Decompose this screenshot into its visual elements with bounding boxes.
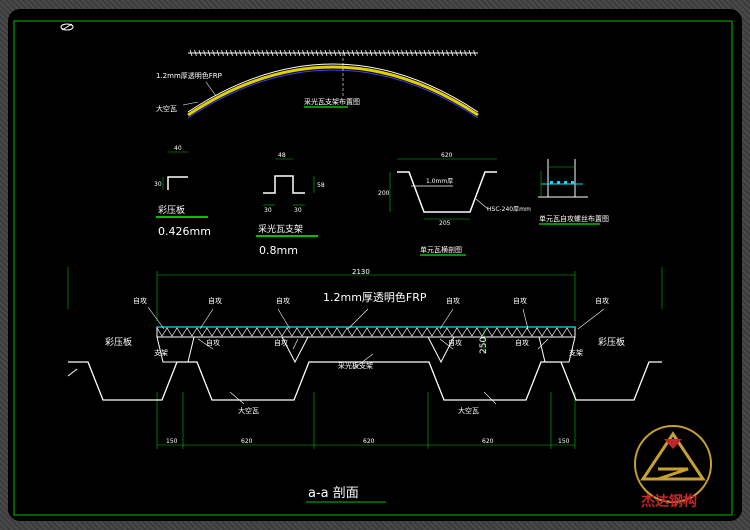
screw-label-8: 自攻 <box>274 338 288 347</box>
right-tile-label: 大空瓦 <box>458 406 479 415</box>
screw-label-9: 自攻 <box>448 338 462 347</box>
left-tile-label: 大空瓦 <box>238 406 259 415</box>
bracket-dim-right: 30 <box>294 207 302 214</box>
main-dim-h: 250 <box>479 337 489 354</box>
bolt-layout-profile: 单元瓦自攻螺丝布置图 <box>538 159 609 225</box>
left-panel-label: 彩压板 <box>105 336 132 348</box>
bottom-dim-4: 620 <box>482 438 494 445</box>
section-dim-h: 200 <box>378 190 390 197</box>
screw-label-1: 自攻 <box>133 296 147 305</box>
bottom-dim-5: 150 <box>558 438 570 445</box>
screw-label-3: 自攻 <box>276 296 290 305</box>
cad-drawing: 1.2mm厚透明色FRP 大空瓦 采光瓦支架布置图 40 30 彩压板 0.42… <box>13 20 733 516</box>
steel-name: 彩压板 <box>158 204 185 216</box>
bottom-dim-1: 150 <box>166 438 178 445</box>
corner-mark-icon <box>60 23 74 31</box>
drawing-border <box>13 20 733 516</box>
bracket-name: 采光瓦支架 <box>258 223 303 235</box>
right-panel-label: 彩压板 <box>598 336 625 348</box>
bottom-dim-2: 620 <box>241 438 253 445</box>
bracket-dim-top: 48 <box>278 152 286 159</box>
bracket-thickness: 0.8mm <box>259 244 298 257</box>
steel-thickness: 0.426mm <box>158 225 211 238</box>
main-frp-label: 1.2mm厚透明色FRP <box>323 290 427 304</box>
screw-label-5: 自攻 <box>513 296 527 305</box>
bottom-dim-3: 620 <box>363 438 375 445</box>
bolt-caption: 单元瓦自攻螺丝布置图 <box>539 214 609 223</box>
right-bracket-label: 支架 <box>569 348 583 357</box>
screw-label-2: 自攻 <box>208 296 222 305</box>
center-bracket-label: 采光板支架 <box>338 361 373 370</box>
section-side-label: HSC-240厚mm <box>487 206 531 213</box>
logo-text: 杰达钢构 <box>641 493 697 510</box>
company-logo: 杰达钢构 <box>634 425 712 510</box>
arch-frp-label: 1.2mm厚透明色FRP <box>156 71 222 80</box>
main-dim-total: 2130 <box>352 268 370 276</box>
cad-canvas: 1.2mm厚透明色FRP 大空瓦 采光瓦支架布置图 40 30 彩压板 0.42… <box>8 9 742 521</box>
section-caption: 单元瓦横剖图 <box>420 245 462 254</box>
steel-sheet-profile: 40 30 彩压板 0.426mm <box>154 145 211 238</box>
bracket-dim-left: 30 <box>264 207 272 214</box>
steel-dim-h: 30 <box>154 181 162 188</box>
left-bracket-label: 支架 <box>154 348 168 357</box>
section-title: a-a 剖面 <box>308 486 359 501</box>
arch-tile-label: 大空瓦 <box>156 104 177 113</box>
bracket-profile: 48 30 30 58 采光瓦支架 0.8mm <box>256 152 325 257</box>
section-dim-top: 620 <box>441 152 453 159</box>
bracket-dim-h: 58 <box>317 182 325 189</box>
screw-label-7: 自攻 <box>206 338 220 347</box>
main-section: 2130 1.2mm厚透明色FRP 自攻 自攻 自攻 自攻 自攻 自攻 自攻 自… <box>67 267 663 449</box>
top-arch-drawing: 1.2mm厚透明色FRP 大空瓦 采光瓦支架布置图 <box>156 49 479 119</box>
section-dim-bottom: 205 <box>439 220 451 227</box>
screw-label-6: 自攻 <box>595 296 609 305</box>
section-inner-label: 1.0mm厚 <box>426 178 453 185</box>
unit-tile-section: 620 205 200 1.0mm厚 HSC-240厚mm 单元瓦横剖图 <box>378 152 531 256</box>
steel-dim-w: 40 <box>174 145 182 152</box>
screw-label-10: 自攻 <box>515 338 529 347</box>
screw-label-4: 自攻 <box>446 296 460 305</box>
arch-caption: 采光瓦支架布置图 <box>304 97 360 106</box>
